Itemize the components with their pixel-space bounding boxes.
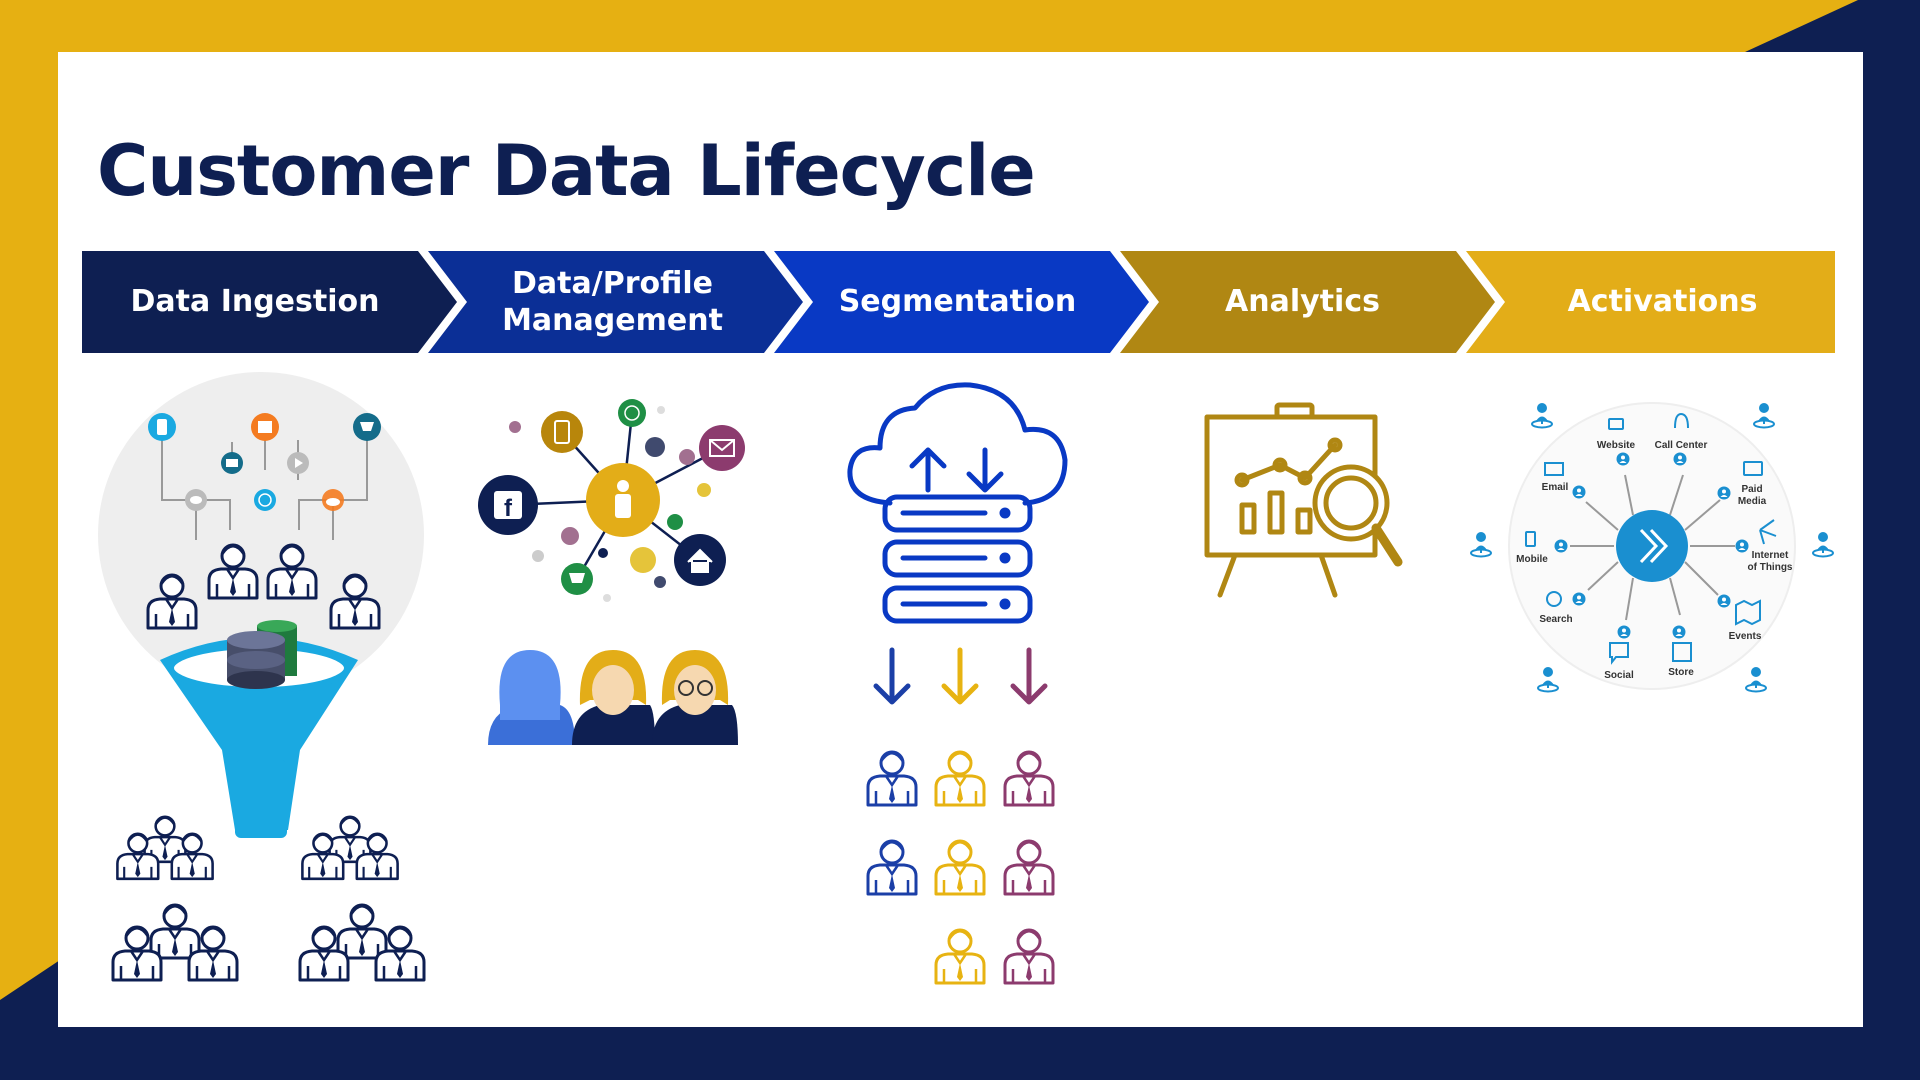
- channel-label-paid: Paid: [1741, 484, 1762, 495]
- line-chart-icon: [1239, 442, 1338, 483]
- mobile-icon: [541, 411, 583, 453]
- stage-arrow-segmentation: [774, 251, 1149, 353]
- segment-groups: [866, 750, 1055, 985]
- home-icon: [674, 534, 726, 586]
- channel-label-website: Website: [1597, 440, 1636, 451]
- channel-label-events: Events: [1729, 631, 1762, 642]
- email-icon: [221, 452, 243, 474]
- stage-label-line2: Management: [502, 303, 723, 338]
- upload-arrow-icon: [909, 447, 947, 493]
- stage-segmentation: Segmentation: [795, 251, 1120, 353]
- channel-label-email: Email: [1542, 482, 1569, 493]
- channel-label-internet: Internet: [1752, 550, 1789, 561]
- channel-label-search: Search: [1539, 614, 1572, 625]
- download-arrow-icon: [966, 447, 1004, 493]
- mobile-icon: [1525, 531, 1536, 547]
- stage-activations: Activations: [1500, 251, 1825, 353]
- stage-label: Data Ingestion: [130, 284, 380, 320]
- stage-data-ingestion: Data Ingestion: [90, 251, 420, 353]
- channel-label-store: Store: [1668, 667, 1694, 678]
- customer-profiles: [488, 650, 738, 745]
- globe-icon: [254, 489, 276, 511]
- page-title: Customer Data Lifecycle: [97, 130, 1036, 212]
- stage-label: Data/Profile: [512, 265, 713, 301]
- stage-arrow-profile: [428, 251, 803, 353]
- segmentation-illustration: [847, 382, 1068, 705]
- globe-icon: [618, 399, 646, 427]
- channel-label-media: Media: [1738, 496, 1767, 507]
- channel-label-social: Social: [1604, 670, 1634, 681]
- cart-icon: [353, 413, 381, 441]
- chat-icon: [185, 489, 207, 511]
- cloud-icon: [847, 382, 1068, 506]
- activations-illustration: Website Call Center Paid Media Internet …: [1470, 402, 1834, 693]
- channel-label-of-things: of Things: [1748, 562, 1793, 573]
- stage-label: Segmentation: [838, 284, 1077, 320]
- events-icon: [1735, 599, 1761, 626]
- stage-arrow-activations: [1466, 251, 1835, 353]
- internet-of-things-icon: [1759, 519, 1777, 545]
- stage-label: Activations: [1567, 284, 1758, 320]
- person-icon: [586, 463, 660, 537]
- email-icon: [1544, 462, 1564, 476]
- call-center-icon: [1674, 412, 1689, 429]
- calendar-icon: [251, 413, 279, 441]
- social-icon: [1609, 642, 1629, 665]
- search-icon: [1546, 591, 1562, 607]
- data-ingestion-illustration: [98, 372, 426, 982]
- database-icon: [227, 620, 297, 689]
- mobile-icon: [148, 413, 176, 441]
- paid-media-icon: [1743, 461, 1763, 476]
- cart-icon: [561, 563, 593, 595]
- stage-label: Analytics: [1225, 284, 1380, 320]
- website-icon: [1608, 418, 1624, 430]
- email-icon: [699, 425, 745, 471]
- magnifier-icon: [1312, 464, 1403, 567]
- stage-arrow-ingestion: [82, 251, 457, 353]
- funnel-icon: [160, 637, 358, 838]
- channel-label-mobile: Mobile: [1516, 554, 1548, 565]
- stage-analytics: Analytics: [1140, 251, 1465, 353]
- channel-label-call-center: Call Center: [1655, 440, 1708, 451]
- analytics-illustration: [1204, 402, 1403, 598]
- play-icon: [287, 452, 309, 474]
- server-icon: [882, 494, 1033, 624]
- facebook-icon: f: [478, 475, 538, 535]
- cloud-icon: [322, 489, 344, 511]
- store-icon: [1672, 642, 1692, 662]
- hub-logo-icon: [1616, 510, 1688, 582]
- bar-chart-icon: [1239, 490, 1313, 535]
- stage-arrow-analytics: [1120, 251, 1495, 353]
- profile-management-illustration: f: [478, 399, 745, 745]
- svg-text:f: f: [504, 495, 513, 522]
